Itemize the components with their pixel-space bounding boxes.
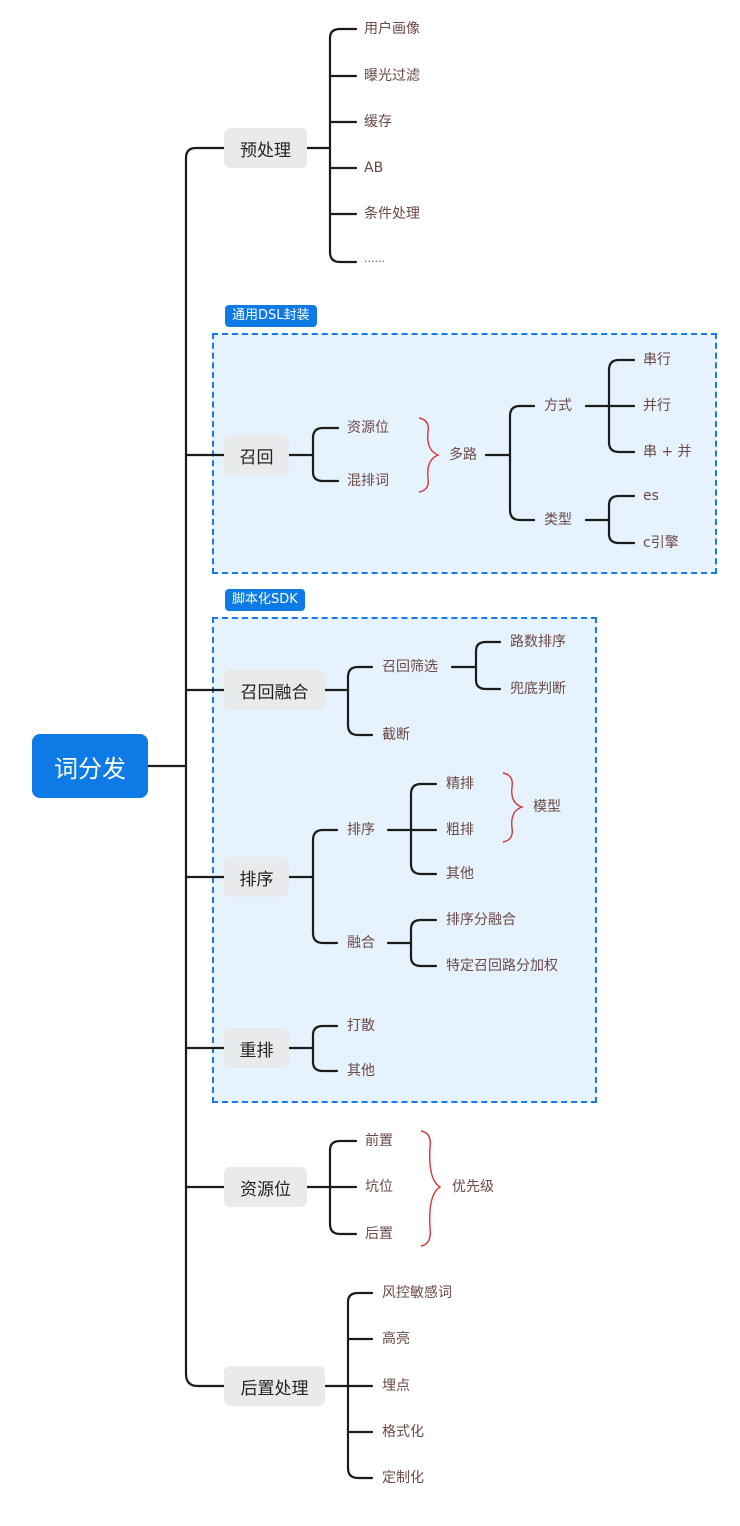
subtopic[interactable]: 融合	[347, 935, 375, 951]
boundary-dsl-label: 通用DSL封装	[225, 305, 317, 327]
subtopic[interactable]: 高亮	[382, 1331, 410, 1347]
subtopic[interactable]: 前置	[365, 1133, 393, 1149]
summary-model[interactable]: 模型	[533, 799, 561, 815]
subtopic[interactable]: 路数排序	[510, 634, 566, 650]
summary-brace-priority	[420, 1130, 442, 1247]
subtopic[interactable]: 排序分融合	[446, 912, 516, 928]
subtopic[interactable]: 缓存	[364, 114, 392, 130]
subtopic[interactable]: 粗排	[446, 822, 474, 838]
subtopic[interactable]: 风控敏感词	[382, 1285, 452, 1301]
connector-trunk	[184, 146, 226, 1388]
subtopic[interactable]: 精排	[446, 776, 474, 792]
subtopic[interactable]: 截断	[382, 727, 410, 743]
topic-recall[interactable]: 召回	[224, 435, 289, 475]
boundary-dsl	[212, 333, 717, 574]
subtopic[interactable]: 混排词	[347, 473, 389, 489]
subtopic[interactable]: 特定召回路分加权	[446, 958, 558, 974]
summary-brace-recall	[418, 417, 440, 493]
subtopic[interactable]: AB	[364, 160, 384, 176]
subtopic[interactable]: 曝光过滤	[364, 68, 420, 84]
boundary-sdk-label: 脚本化SDK	[225, 589, 305, 611]
subtopic[interactable]: 排序	[347, 822, 375, 838]
root-node[interactable]: 词分发	[32, 734, 148, 798]
subtopic[interactable]: 坑位	[365, 1179, 393, 1195]
topic-recall-fusion[interactable]: 召回融合	[224, 670, 325, 710]
topic-postprocess[interactable]: 后置处理	[224, 1366, 325, 1406]
subtopic[interactable]: 方式	[544, 398, 572, 414]
subtopic[interactable]: es	[643, 488, 659, 504]
topic-ranking[interactable]: 排序	[224, 857, 289, 897]
subtopic[interactable]: 埋点	[382, 1378, 410, 1394]
subtopic[interactable]: 打散	[347, 1018, 375, 1034]
subtopic[interactable]: 其他	[347, 1063, 375, 1079]
subtopic[interactable]: 用户画像	[364, 21, 420, 37]
subtopic[interactable]: 串 + 并	[643, 444, 692, 460]
subtopic[interactable]: 资源位	[347, 420, 389, 436]
subtopic[interactable]: 并行	[643, 398, 671, 414]
summary-priority[interactable]: 优先级	[452, 1179, 494, 1195]
subtopic[interactable]: 格式化	[382, 1424, 424, 1440]
subtopic[interactable]: 其他	[446, 866, 474, 882]
summary-multi-path[interactable]: 多路	[449, 447, 477, 463]
subtopic[interactable]: c引擎	[643, 535, 679, 551]
topic-slot[interactable]: 资源位	[224, 1167, 307, 1207]
subtopic[interactable]: 召回筛选	[382, 659, 438, 675]
subtopic[interactable]: ......	[364, 252, 385, 265]
subtopic[interactable]: 兜底判断	[510, 681, 566, 697]
topic-rerank[interactable]: 重排	[224, 1028, 289, 1068]
topic-preprocess[interactable]: 预处理	[224, 128, 307, 168]
summary-brace-model	[502, 772, 525, 843]
subtopic[interactable]: 串行	[643, 352, 671, 368]
subtopic[interactable]: 类型	[544, 512, 572, 528]
subtopic[interactable]: 后置	[365, 1226, 393, 1242]
subtopic[interactable]: 定制化	[382, 1470, 424, 1486]
subtopic[interactable]: 条件处理	[364, 206, 420, 222]
